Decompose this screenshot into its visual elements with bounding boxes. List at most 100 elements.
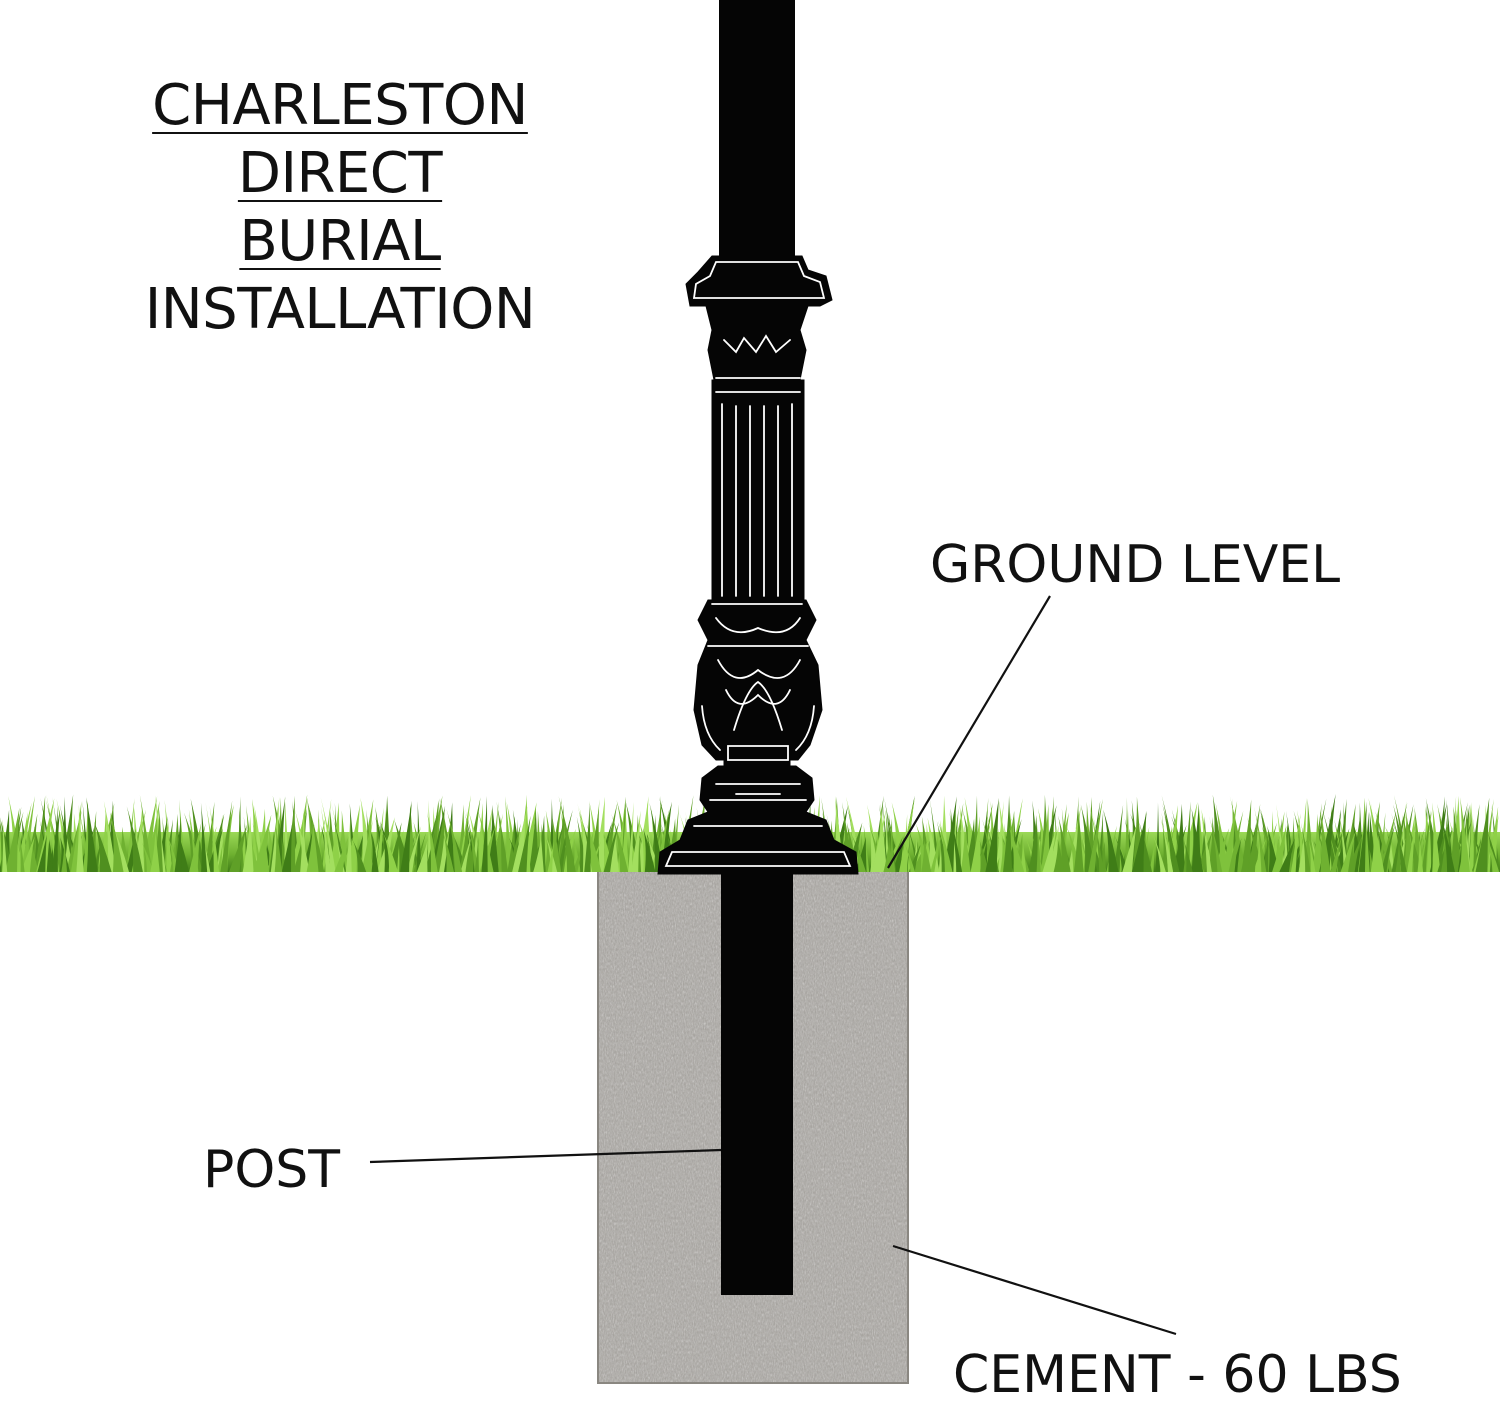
grass-blade: [1191, 808, 1204, 872]
grass-blade: [545, 834, 558, 872]
grass-blade: [400, 800, 412, 872]
grass-blade: [487, 804, 499, 872]
grass-blade: [66, 810, 82, 872]
grass-blade: [491, 816, 502, 872]
grass-blade: [1028, 815, 1040, 872]
grass-blade: [1380, 824, 1396, 872]
grass-blade: [1008, 825, 1025, 872]
title-line-4: INSTALLATION: [144, 277, 536, 342]
grass-blade: [204, 801, 215, 872]
grass-blade: [603, 822, 620, 872]
grass-blade: [1215, 803, 1229, 872]
grass-blade: [20, 796, 35, 872]
grass-blade: [1040, 804, 1050, 872]
grass-blade: [1346, 836, 1363, 872]
grass-blade: [1320, 811, 1331, 872]
post-leader: [369, 1148, 722, 1164]
grass-blade: [611, 813, 629, 872]
grass-blade: [1276, 804, 1286, 872]
grass-blade: [126, 806, 143, 872]
grass-blade: [854, 836, 867, 872]
grass-blade: [1330, 832, 1343, 872]
grass-blade: [1255, 838, 1263, 872]
grass-blade: [242, 815, 254, 872]
grass-blade: [1122, 823, 1137, 872]
grass-blade: [200, 802, 208, 872]
grass-blade: [344, 804, 361, 872]
grass-blade: [584, 802, 591, 872]
ground-level-label: GROUND LEVEL: [930, 535, 1341, 595]
grass-blade: [150, 831, 160, 872]
grass-blade: [1300, 822, 1311, 872]
cement-label: CEMENT - 60 LBS: [953, 1345, 1402, 1405]
grass-blade: [263, 829, 270, 872]
grass-blade: [631, 810, 641, 872]
grass-blade: [1472, 818, 1479, 872]
grass-blade: [873, 833, 882, 872]
grass-blade: [903, 841, 915, 872]
grass-blade: [140, 825, 154, 872]
diagram-title: CHARLESTON DIRECT BURIAL INSTALLATION: [140, 72, 540, 344]
ground-level-leader: [887, 595, 1051, 869]
grass-blade: [334, 835, 349, 872]
grass-blade: [300, 808, 307, 872]
grass-blade: [141, 841, 154, 872]
grass-blade: [518, 815, 531, 872]
grass-blade: [887, 831, 896, 872]
grass-blade: [110, 812, 124, 872]
grass-blade: [320, 797, 336, 872]
grass-blade: [1432, 802, 1441, 872]
grass-blade: [1475, 797, 1490, 872]
base-ornament-lines: [664, 261, 852, 867]
grass-blade: [426, 811, 438, 872]
grass-blade: [1368, 798, 1385, 872]
grass-blade: [20, 836, 35, 872]
grass-blade: [51, 805, 58, 872]
decorative-post-base: [657, 255, 859, 875]
grass-blade: [1338, 808, 1349, 872]
grass-blade: [960, 824, 971, 872]
grass-blade: [174, 816, 182, 872]
grass-blade: [93, 821, 112, 872]
grass-blade: [1208, 816, 1219, 872]
grass-blade: [1378, 813, 1396, 872]
grass-blade: [481, 795, 488, 872]
grass-blade: [1047, 825, 1059, 872]
grass-blade: [1298, 822, 1306, 872]
grass-blade: [1247, 803, 1261, 872]
grass-blade: [320, 806, 332, 872]
grass-blade: [985, 797, 999, 872]
grass-blade: [1358, 801, 1368, 872]
grass-blade: [460, 836, 472, 872]
grass-strip: [0, 794, 1500, 872]
grass-blade: [190, 798, 206, 872]
title-line-2: DIRECT: [237, 141, 443, 206]
grass-blade: [1240, 838, 1251, 872]
grass-blade: [1340, 828, 1357, 872]
grass-blade: [921, 837, 932, 872]
grass-blade: [281, 823, 293, 872]
grass-blade: [1308, 837, 1316, 872]
grass-blade: [1159, 814, 1174, 872]
grass-blade: [1487, 832, 1500, 872]
grass-blade: [139, 794, 152, 872]
grass-blade: [361, 824, 373, 872]
grass-blade: [1460, 797, 1470, 872]
grass-blade: [416, 840, 428, 872]
grass-blade: [593, 796, 605, 872]
grass-blade: [586, 824, 602, 872]
grass-blade: [1240, 799, 1252, 872]
grass-blade: [307, 802, 325, 872]
grass-blade: [371, 832, 379, 872]
title-line-1: CHARLESTON: [152, 73, 528, 138]
grass-blade: [1124, 797, 1129, 872]
grass-blade: [1484, 833, 1500, 872]
grass-blade: [1183, 801, 1191, 872]
grass-blade: [1421, 810, 1431, 872]
grass-blade: [970, 816, 981, 872]
grass-blade: [170, 827, 179, 872]
grass-blade: [345, 818, 352, 872]
grass-blade: [228, 824, 248, 872]
grass-blade: [329, 802, 341, 872]
